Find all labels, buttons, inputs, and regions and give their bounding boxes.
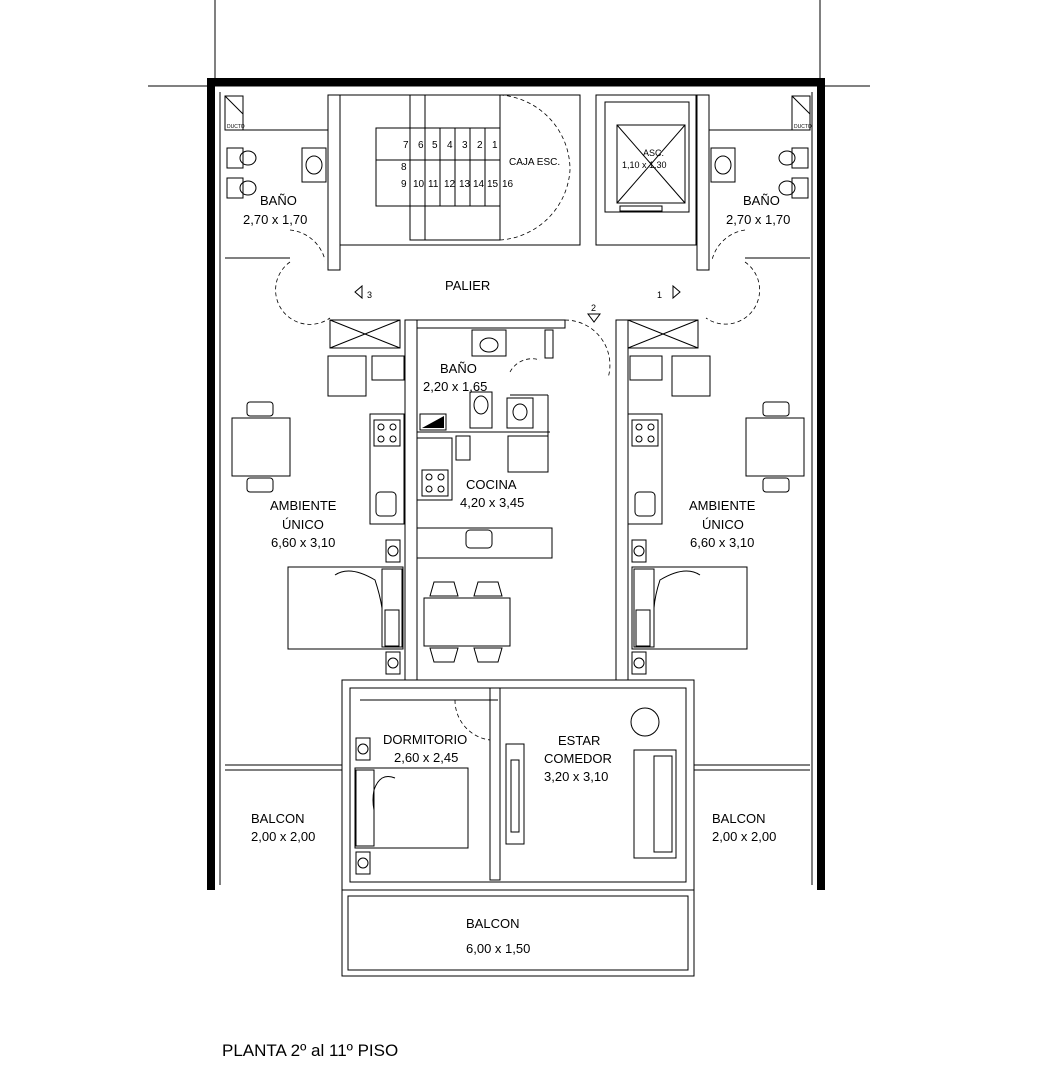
amb-left-name1: AMBIENTE [270, 498, 337, 513]
bano-center-label: BAÑO [440, 361, 477, 376]
unit-marker-3: 3 [367, 290, 372, 300]
estar-name2: COMEDOR [544, 751, 612, 766]
bano-center-dims: 2,20 x 1,65 [423, 379, 487, 394]
stair-step-16: 16 [502, 179, 514, 190]
cocina-fixtures: COCINA 4,20 x 3,45 [416, 413, 553, 559]
lower-unit: DORMITORIO 2,60 x 2,45 ESTAR COMEDOR 3,2… [341, 679, 695, 891]
cocina-label: COCINA [466, 477, 517, 492]
reference-lines [148, 0, 870, 87]
bano-left-dims: 2,70 x 1,70 [243, 212, 307, 227]
bano-left-fixtures [226, 147, 327, 261]
stair-step-7: 7 [403, 140, 409, 151]
balcon-left-dims: 2,00 x 2,00 [251, 829, 315, 844]
bottom-balcony: BALCON 6,00 x 1,50 [341, 889, 695, 977]
stair-step-1: 1 [492, 140, 498, 151]
stair-step-13: 13 [459, 179, 471, 190]
stair-step-10: 10 [413, 179, 425, 190]
balcon-bottom-dims: 6,00 x 1,50 [466, 941, 530, 956]
stair-step-9: 9 [401, 179, 407, 190]
dormitorio-dims: 2,60 x 2,45 [394, 750, 458, 765]
stair-treads [409, 95, 486, 240]
balcon-bottom-name: BALCON [466, 916, 519, 931]
balcon-left-name: BALCON [251, 811, 304, 826]
svg-text:DUCTO: DUCTO [227, 124, 245, 130]
amb-left-dims: 6,60 x 3,10 [271, 535, 335, 550]
asc-dims: 1,10 x 1,30 [622, 160, 667, 170]
unit-marker-1: 1 [657, 290, 662, 300]
stair-step-5: 5 [432, 140, 438, 151]
stair-step-15: 15 [487, 179, 499, 190]
balcon-right-dims: 2,00 x 2,00 [712, 829, 776, 844]
plan-caption: PLANTA 2º al 11º PISO [222, 1041, 398, 1060]
svg-text:DUCTO: DUCTO [794, 124, 812, 130]
stair-step-14: 14 [473, 179, 485, 190]
estar-dims: 3,20 x 3,10 [544, 769, 608, 784]
stair-step-2: 2 [477, 140, 483, 151]
amb-right-furniture: AMBIENTE ÚNICO 6,60 x 3,10 [627, 319, 805, 675]
palier-label: PALIER [445, 278, 490, 293]
duct-right: DUCTO [791, 95, 812, 131]
unit-marker-2: 2 [591, 303, 596, 313]
stair-step-11: 11 [428, 179, 439, 190]
stair-step-8: 8 [401, 162, 407, 173]
asc-label: ASC. [643, 148, 664, 158]
bano-left-label: BAÑO [260, 193, 297, 208]
palier: 3 2 1 PALIER [275, 261, 761, 325]
elevator: ASC. 1,10 x 1,30 [595, 94, 697, 246]
bano-center-fixtures: BAÑO 2,20 x 1,65 [423, 329, 534, 429]
stair-step-3: 3 [462, 140, 468, 151]
amb-right-name1: AMBIENTE [689, 498, 756, 513]
outer-walls [207, 78, 825, 890]
stair-core: 7 6 5 4 3 2 1 8 9 10 11 12 13 14 15 16 C… [339, 94, 581, 246]
bano-right-dims: 2,70 x 1,70 [726, 212, 790, 227]
amb-left-name2: ÚNICO [282, 517, 324, 532]
stair-step-4: 4 [447, 140, 453, 151]
dormitorio-label: DORMITORIO [383, 732, 467, 747]
stair-step-12: 12 [444, 179, 456, 190]
central-dining-table [423, 581, 511, 663]
balcon-right-name: BALCON [712, 811, 765, 826]
side-balconies: BALCON 2,00 x 2,00 BALCON 2,00 x 2,00 [225, 764, 810, 844]
cocina-dims: 4,20 x 3,45 [460, 495, 524, 510]
estar-name1: ESTAR [558, 733, 600, 748]
stair-step-6: 6 [418, 140, 424, 151]
bano-right-fixtures [710, 147, 809, 261]
caja-esc-label: CAJA ESC. [509, 157, 560, 168]
amb-right-name2: ÚNICO [702, 517, 744, 532]
amb-left-furniture: AMBIENTE ÚNICO 6,60 x 3,10 [231, 319, 405, 675]
bano-right-label: BAÑO [743, 193, 780, 208]
top-walls [225, 94, 810, 271]
duct-left: DUCTO [224, 95, 245, 131]
amb-right-dims: 6,60 x 3,10 [690, 535, 754, 550]
